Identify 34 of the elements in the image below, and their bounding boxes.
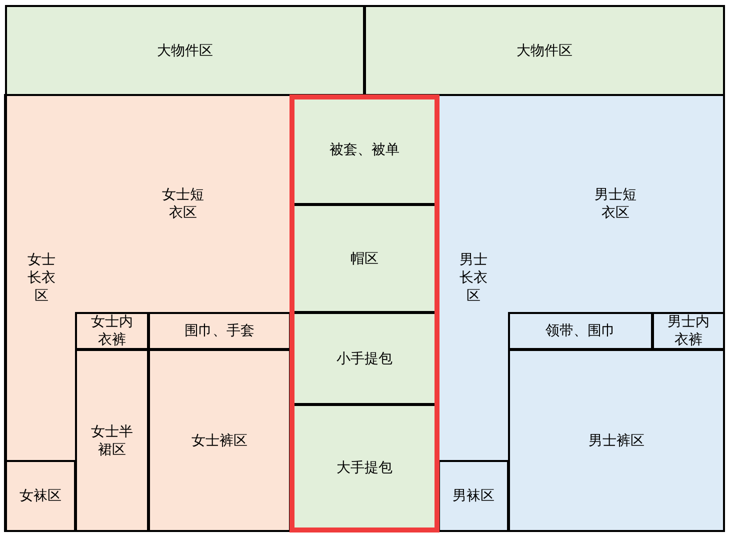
floor-zone [5,95,76,461]
zone-label: 男士内衣裤 [666,313,710,349]
zone-label: 围巾、手套 [184,322,256,340]
zone-label: 女士半裙区 [90,422,134,458]
floor-zone [438,95,509,461]
zone-label: 大物件区 [156,42,214,60]
zone-label: 女士裤区 [190,432,248,450]
zone-label: 被套、被单 [328,141,400,159]
zone-label: 男士长衣区 [458,251,488,305]
floor-zone [75,95,291,313]
zone-label: 帽区 [350,250,380,268]
floor-zone [364,5,725,96]
floor-zone [148,312,291,350]
floor-zone [508,95,725,313]
zone-label: 大物件区 [516,42,574,60]
floor-zone [652,312,725,350]
floor-zone [75,312,149,350]
zone-label: 大手提包 [336,459,394,477]
floor-zone [75,349,149,532]
floor-zone [508,312,653,350]
floor-zone [438,460,509,532]
zone-label: 女士内衣裤 [90,313,134,349]
zone-label: 男士短衣区 [594,186,638,222]
zone-label: 领带、围巾 [544,322,616,340]
zone-label: 女士长衣区 [26,251,56,305]
zone-label: 小手提包 [336,350,394,368]
floor-zone [148,349,291,532]
floor-zone [5,5,365,96]
floor-zone [5,460,76,532]
zone-label: 女士短衣区 [161,186,205,222]
zone-label: 男士裤区 [588,432,646,450]
floor-zone [508,349,725,532]
zone-label: 女袜区 [18,487,62,505]
zone-label: 男袜区 [452,487,496,505]
